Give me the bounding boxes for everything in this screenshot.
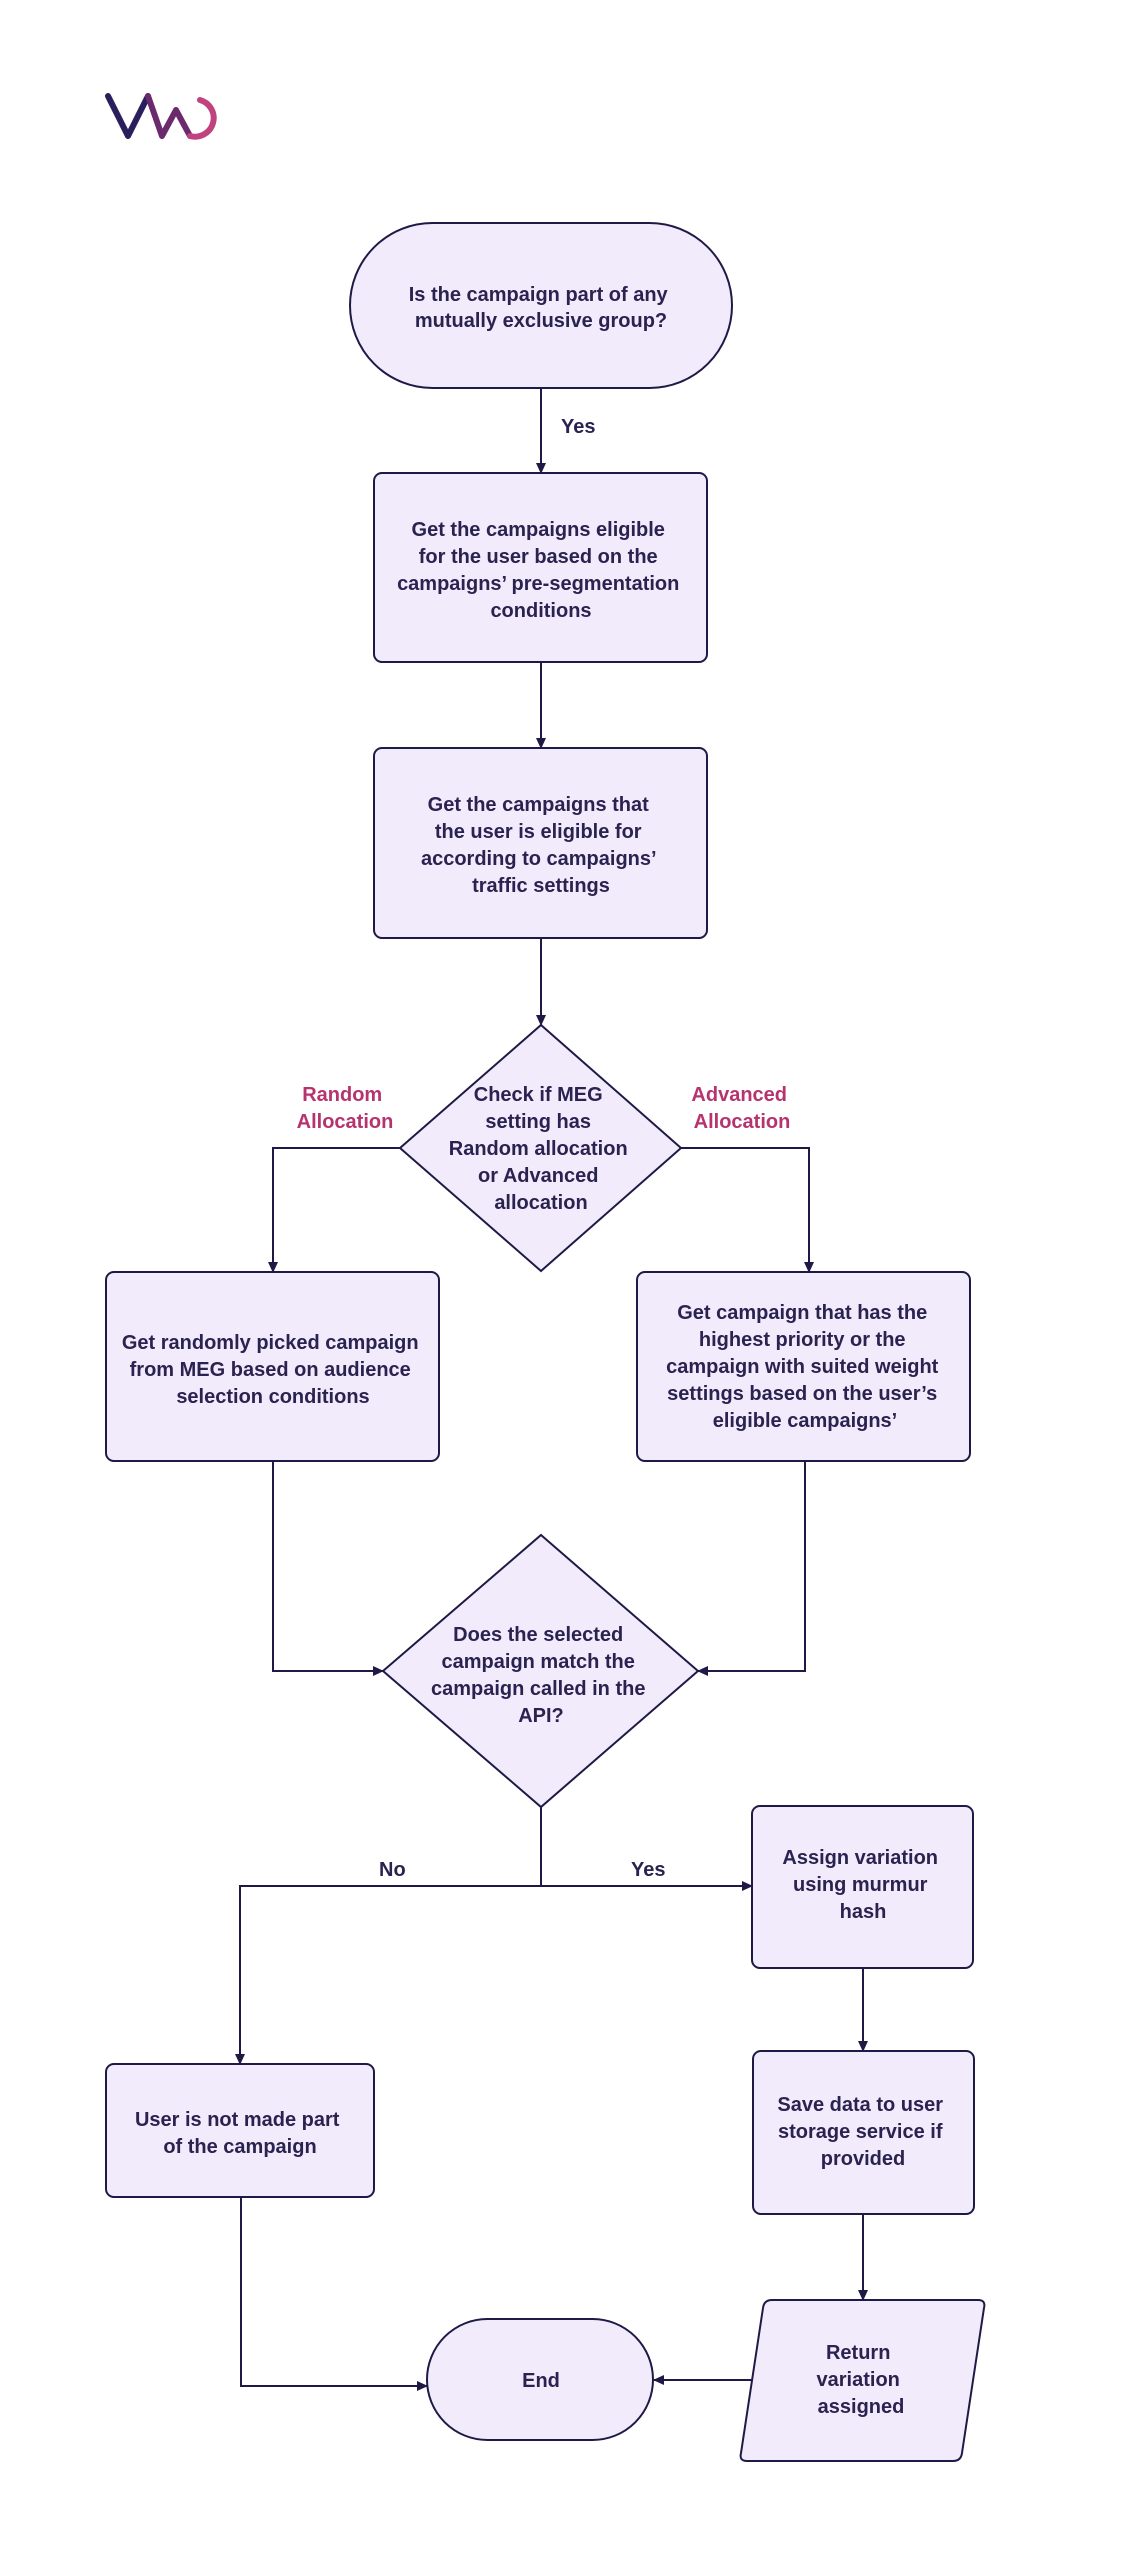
edge-meg-to-random: [268, 1147, 400, 1273]
save-data-label: Save data to user storage service if pro…: [777, 2094, 948, 2170]
end-node: [426, 2318, 654, 2441]
advanced-pick-label: Get campaign that has the highest priori…: [666, 1302, 944, 1432]
edges: [235, 389, 868, 2391]
return-variation-label: Return variation assigned: [817, 2342, 906, 2418]
edge-meg-to-advanced: [681, 1147, 814, 1273]
eligible-preseg-label: Get the campaigns eligible for the user …: [397, 519, 685, 622]
branch-label-random: Random Allocation: [297, 1084, 394, 1133]
edge-notpart-to-end: [240, 2197, 428, 2391]
advanced-pick-node: [636, 1271, 971, 1462]
meg-check-label: Check if MEG setting has Random allocati…: [449, 1084, 633, 1214]
logo-v: [105, 93, 151, 139]
not-part-node: [105, 2063, 375, 2198]
eligible-traffic-node: [373, 747, 708, 939]
match-check-label: Does the selected campaign match the cam…: [431, 1624, 651, 1727]
save-data-node: [752, 2050, 975, 2215]
edge-match-no: [235, 1807, 542, 2065]
not-part-label: User is not made part of the campaign: [135, 2109, 345, 2158]
edge-advanced-to-match: [697, 1460, 806, 1676]
eligible-traffic-label: Get the campaigns that the user is eligi…: [421, 794, 661, 897]
return-variation-node: [739, 2299, 986, 2462]
edge-label-start-yes: Yes: [561, 416, 595, 438]
edge-label-match-yes: Yes: [631, 1859, 665, 1881]
branch-labels: Random Allocation Advanced Allocation: [297, 1084, 792, 1133]
branch-label-advanced: Advanced Allocation: [691, 1084, 792, 1133]
random-pick-node: [105, 1271, 440, 1462]
assign-variation-label: Assign variation using murmur hash: [782, 1847, 943, 1923]
logo-w: [145, 93, 193, 139]
match-check-node: [381, 1533, 700, 1809]
edge-label-match-no: No: [379, 1859, 406, 1881]
meg-check-node: [398, 1023, 683, 1273]
random-pick-label: Get randomly picked campaign from MEG ba…: [122, 1332, 424, 1408]
start-label: Is the campaign part of any mutually exc…: [409, 284, 674, 332]
assign-variation-node: [751, 1805, 974, 1969]
vwo-logo: [105, 93, 217, 140]
eligible-preseg-node: [373, 472, 708, 663]
node-labels: Is the campaign part of any mutually exc…: [122, 284, 948, 2418]
edge-labels: Yes No Yes: [379, 416, 665, 1881]
end-label: End: [522, 2370, 560, 2392]
logo-o: [187, 97, 217, 140]
start-node: [349, 222, 733, 389]
nodes: [105, 222, 986, 2462]
edge-random-to-match: [272, 1460, 384, 1676]
